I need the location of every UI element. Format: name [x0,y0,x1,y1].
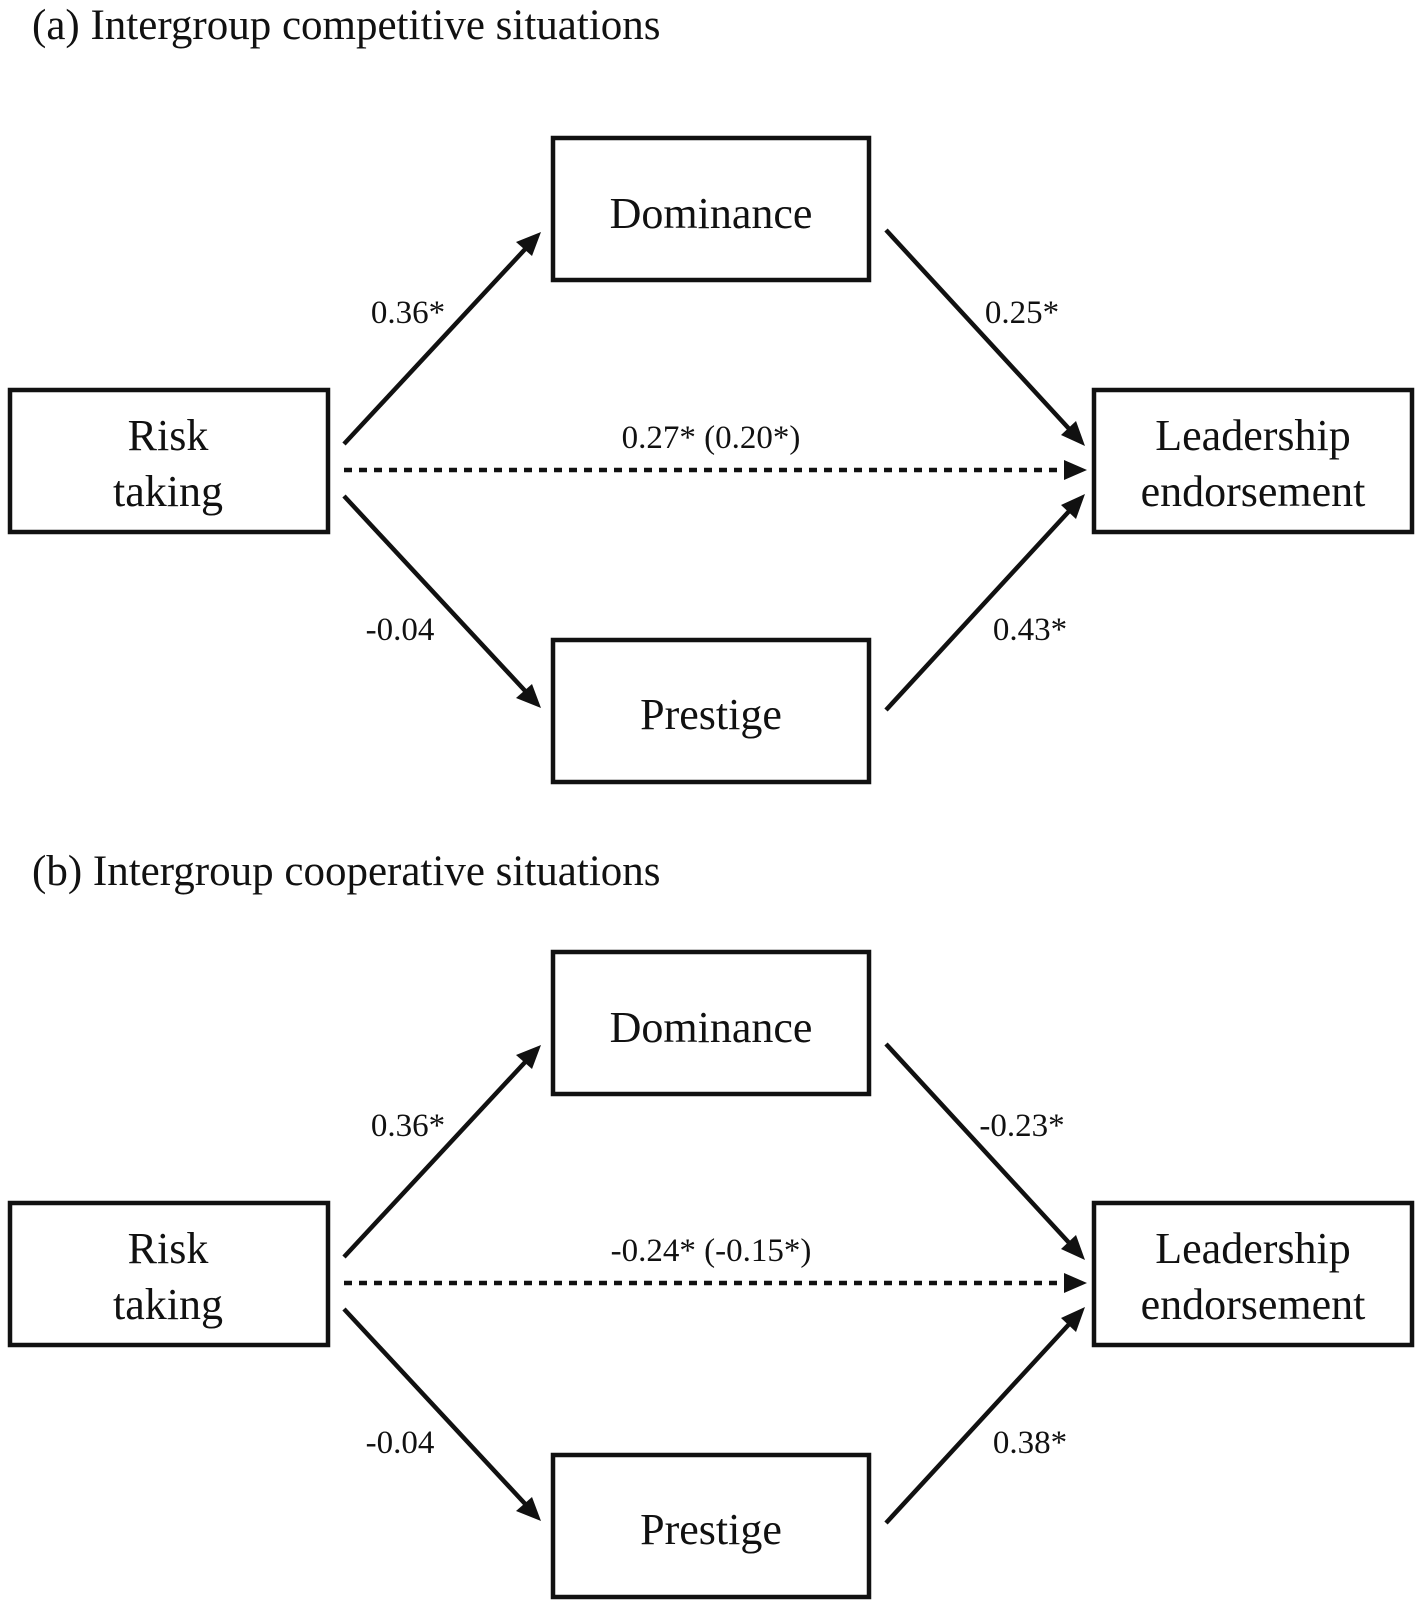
arrow-risk-to-dominance [342,244,530,446]
arrowhead-dominance-to-leadership [1061,1235,1085,1260]
arrow-dominance-to-leadership [884,1042,1074,1248]
arrowhead-risk-to-dominance [516,1045,541,1069]
dominance-box [550,949,872,1097]
arrowhead-risk-to-dominance [516,232,541,256]
arrowhead-risk-to-leadership-direct [1064,460,1087,480]
arrow-prestige-to-leadership [884,506,1074,712]
panel-competitive: (a) Intergroup competitive situations Ri… [0,0,1419,801]
leadership-label-line1: Leadership [1155,411,1350,460]
arrowhead-prestige-to-leadership [1061,1307,1085,1332]
panel-title: (b) Intergroup cooperative situations [32,848,661,895]
prestige-box [550,637,872,785]
arrowhead-dominance-to-leadership [1061,421,1085,446]
dominance-box [550,135,872,283]
coefficient-prestige-to-leadership: 0.43* [993,612,1067,648]
arrowhead-risk-to-leadership-direct [1064,1273,1087,1293]
risk-taking-box [7,387,331,535]
arrow-risk-to-prestige [342,1307,530,1509]
arrow-risk-to-prestige [342,494,530,696]
leadership-label-line2: endorsement [1141,1280,1366,1329]
arrowhead-risk-to-prestige [516,684,541,708]
risk-taking-label-line2: taking [113,1280,223,1329]
mediation-diagram: Risk taking Dominance Prestige Leadershi… [7,949,1415,1600]
arrow-prestige-to-leadership [884,1319,1074,1525]
prestige-label: Prestige [640,1505,782,1554]
coefficient-dominance-to-leadership: -0.23* [979,1108,1064,1144]
coefficient-risk-to-dominance: 0.36* [371,295,445,331]
risk-taking-label-line1: Risk [128,1224,209,1273]
arrowhead-risk-to-prestige [516,1497,541,1521]
coefficient-dominance-to-leadership: 0.25* [985,295,1059,331]
mediation-diagram: Risk taking Dominance Prestige Leadershi… [7,135,1415,785]
prestige-label: Prestige [640,690,782,739]
coefficient-risk-to-prestige: -0.04 [366,612,435,648]
coefficient-prestige-to-leadership: 0.38* [993,1425,1067,1461]
coefficient-risk-to-prestige: -0.04 [366,1425,435,1461]
dominance-label: Dominance [610,189,813,238]
arrow-dominance-to-leadership [884,228,1074,434]
panel-title: (a) Intergroup competitive situations [32,2,661,49]
arrowhead-prestige-to-leadership [1061,494,1085,519]
coefficient-risk-to-leadership-direct: -0.24* (-0.15*) [611,1233,812,1269]
leadership-label-line1: Leadership [1155,1224,1350,1273]
panel-cooperative: (b) Intergroup cooperative situations Ri… [0,801,1419,1602]
risk-taking-label-line1: Risk [128,411,209,460]
arrow-risk-to-dominance [342,1057,530,1259]
leadership-endorsement-box [1091,1200,1415,1348]
leadership-label-line2: endorsement [1141,467,1366,516]
risk-taking-box [7,1200,331,1348]
dominance-label: Dominance [610,1003,813,1052]
prestige-box [550,1452,872,1600]
risk-taking-label-line2: taking [113,467,223,516]
coefficient-risk-to-dominance: 0.36* [371,1108,445,1144]
coefficient-risk-to-leadership-direct: 0.27* (0.20*) [622,420,801,456]
leadership-endorsement-box [1091,387,1415,535]
